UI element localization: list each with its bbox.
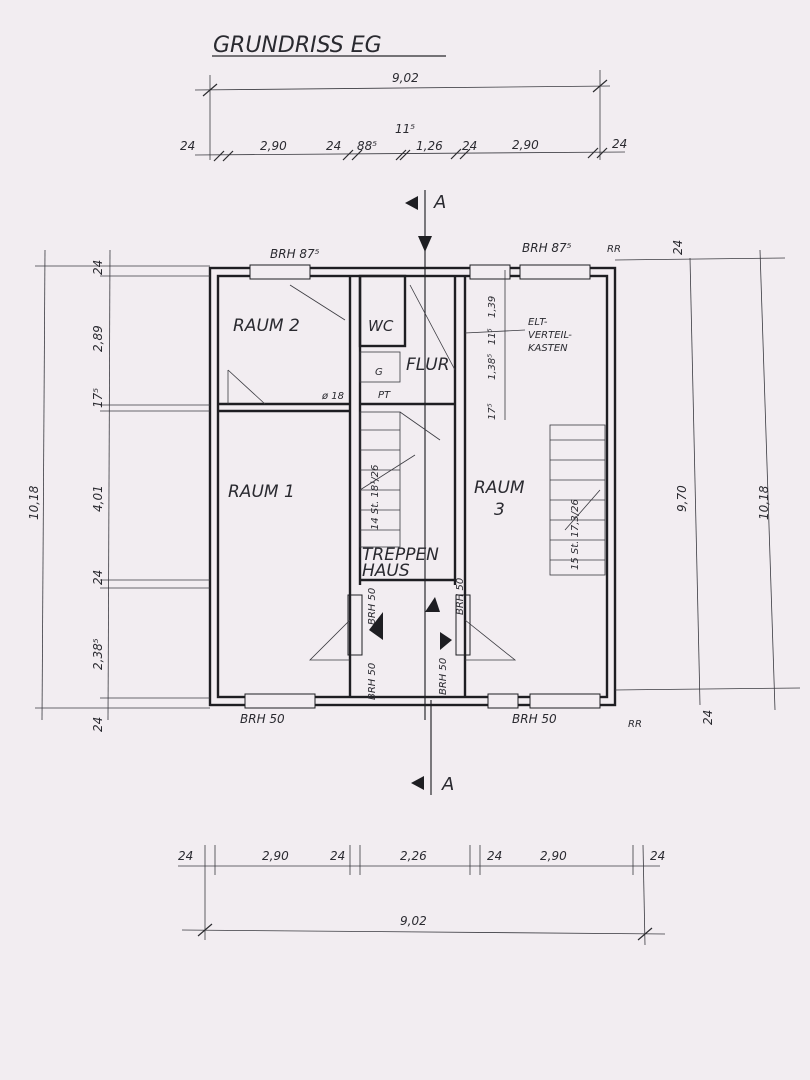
dim-label: 24 — [91, 570, 105, 585]
brh-label: BRH 50 — [512, 712, 557, 726]
dim-label: 11⁵ — [487, 328, 498, 345]
dim-label: 24 — [91, 260, 105, 275]
dim-label: BRH 50 — [455, 578, 466, 615]
dim-label: 24 — [650, 849, 665, 863]
right-dimension: 9,70 10,18 24 24 — [614, 240, 801, 725]
dim-label: 24 — [326, 139, 341, 153]
brh-label: BRH 87⁵ — [270, 247, 320, 261]
room-treppenhaus: TREPPEN — [362, 545, 439, 565]
inner-dimension: 1,39 11⁵ 1,38⁵ 17⁵ — [487, 270, 506, 420]
dim-label: 1,39 — [487, 296, 498, 318]
arrow-icon — [425, 597, 440, 612]
brh-label: BRH 50 — [240, 712, 285, 726]
dim-label: 1,38⁵ — [487, 354, 498, 380]
dim-label: A — [433, 192, 446, 213]
dim-label: BRH 50 — [367, 663, 378, 700]
dim-label: 17⁵ — [91, 388, 105, 408]
dim-label: 24 — [701, 710, 715, 725]
dim-label: 24 — [487, 849, 502, 863]
pt-label: PT — [378, 390, 391, 401]
arrow-icon — [440, 632, 452, 650]
dim-label: 2,90 — [260, 139, 287, 153]
gas-label: G — [375, 367, 383, 378]
dim-label: 24 — [178, 849, 193, 863]
room-treppenhaus-2: HAUS — [362, 561, 410, 581]
section-marker-top: A — [405, 190, 446, 720]
bottom-total-dimension: 9,02 — [181, 914, 666, 941]
room-wc: WC — [368, 317, 394, 335]
dim-label: 24 — [612, 137, 627, 151]
rr-label: RR — [628, 719, 642, 730]
plan-title: GRUNDRISS EG — [213, 33, 382, 58]
dim-label: 24 — [671, 240, 685, 255]
top-total-dimension: 9,02 — [194, 70, 611, 160]
dim-label: 2,26 — [400, 849, 427, 863]
dim-label: 15 St. 17,3/26 — [570, 499, 581, 570]
arrow-icon — [369, 612, 383, 640]
dim-label: 11⁵ — [395, 122, 415, 136]
dim-label: 88⁵ — [357, 139, 377, 153]
dim-label: 2,38⁵ — [91, 638, 105, 670]
stair-treppenhaus: 14 St. 18¹/26 — [359, 411, 441, 548]
dim-label: 9,02 — [400, 914, 427, 928]
pipe-label: ø 18 — [321, 391, 344, 402]
dim-label: 9,70 — [675, 485, 689, 512]
dim-label: 2,90 — [512, 138, 539, 152]
room-raum3-number: 3 — [494, 500, 505, 520]
dim-label: 24 — [462, 139, 477, 153]
dim-label: 24 — [91, 717, 105, 732]
dim-label: BRH 50 — [367, 588, 378, 625]
building-walls — [208, 264, 617, 709]
stair-raum3: 15 St. 17,3/26 — [549, 424, 606, 576]
room-raum3: RAUM — [474, 478, 525, 498]
dim-label: 2,90 — [540, 849, 567, 863]
dim-label: 4,01 — [91, 485, 105, 512]
room-flur: FLUR — [406, 355, 450, 375]
bottom-segment-dimension: 24 2,90 24 2,26 24 2,90 24 — [178, 844, 665, 946]
room-raum1: RAUM 1 — [228, 482, 295, 502]
room-raum2: RAUM 2 — [233, 316, 300, 336]
dim-label: 2,89 — [91, 325, 105, 352]
dim-label: 10,18 — [27, 485, 41, 520]
dim-label: 24 — [180, 139, 195, 153]
elt-label: ELT- — [528, 317, 548, 328]
dim-label: 17⁵ — [487, 403, 498, 420]
rr-label: RR — [607, 244, 621, 255]
left-dimension: 10,18 24 2,89 17⁵ 4,01 24 2,38⁵ 24 — [27, 249, 210, 732]
dim-label: BRH 50 — [438, 658, 449, 695]
dim-label: 2,90 — [262, 849, 289, 863]
brh-label: BRH 87⁵ — [522, 241, 572, 255]
dim-label: 10,18 — [757, 485, 771, 520]
elt-label: VERTEIL- — [528, 330, 572, 341]
dim-label: A — [441, 774, 454, 795]
dim-label: 14 St. 18¹/26 — [370, 465, 381, 530]
section-marker-bottom: A — [411, 700, 454, 795]
dim-label: 9,02 — [392, 71, 419, 85]
elt-label: KASTEN — [528, 343, 568, 354]
dim-label: 24 — [330, 849, 345, 863]
top-segment-dimension: 24 2,90 24 88⁵ 11⁵ 1,26 24 2,90 24 — [180, 122, 627, 162]
dim-label: 1,26 — [416, 139, 443, 153]
